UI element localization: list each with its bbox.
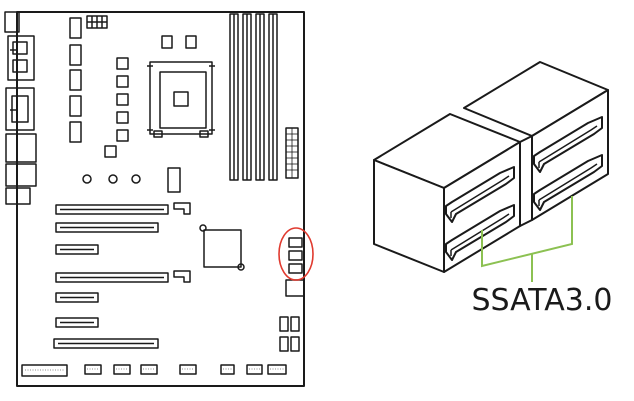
motherboard-diagram bbox=[4, 11, 305, 387]
top-header bbox=[86, 15, 108, 29]
m2-socket bbox=[167, 167, 181, 193]
connector-label: SSATA3.0 bbox=[471, 283, 612, 318]
board-outline bbox=[16, 11, 305, 387]
bottom-header-pins bbox=[25, 368, 284, 371]
cpu-socket bbox=[147, 61, 215, 138]
right-pin-headers bbox=[279, 316, 300, 352]
bottom-headers bbox=[21, 364, 287, 377]
sata-connector-block bbox=[373, 61, 609, 273]
board-sata-ports bbox=[288, 237, 303, 274]
usb-header bbox=[285, 279, 305, 297]
connector-ports bbox=[445, 116, 603, 261]
sata-highlight-circle bbox=[278, 227, 314, 281]
dimm-slots bbox=[229, 13, 278, 181]
callout-lines bbox=[481, 196, 573, 282]
component-squares bbox=[104, 35, 197, 158]
left-pin-headers bbox=[69, 17, 82, 143]
rear-io-panel bbox=[4, 11, 37, 205]
chipset bbox=[203, 229, 242, 268]
pcie-slots bbox=[53, 202, 191, 349]
